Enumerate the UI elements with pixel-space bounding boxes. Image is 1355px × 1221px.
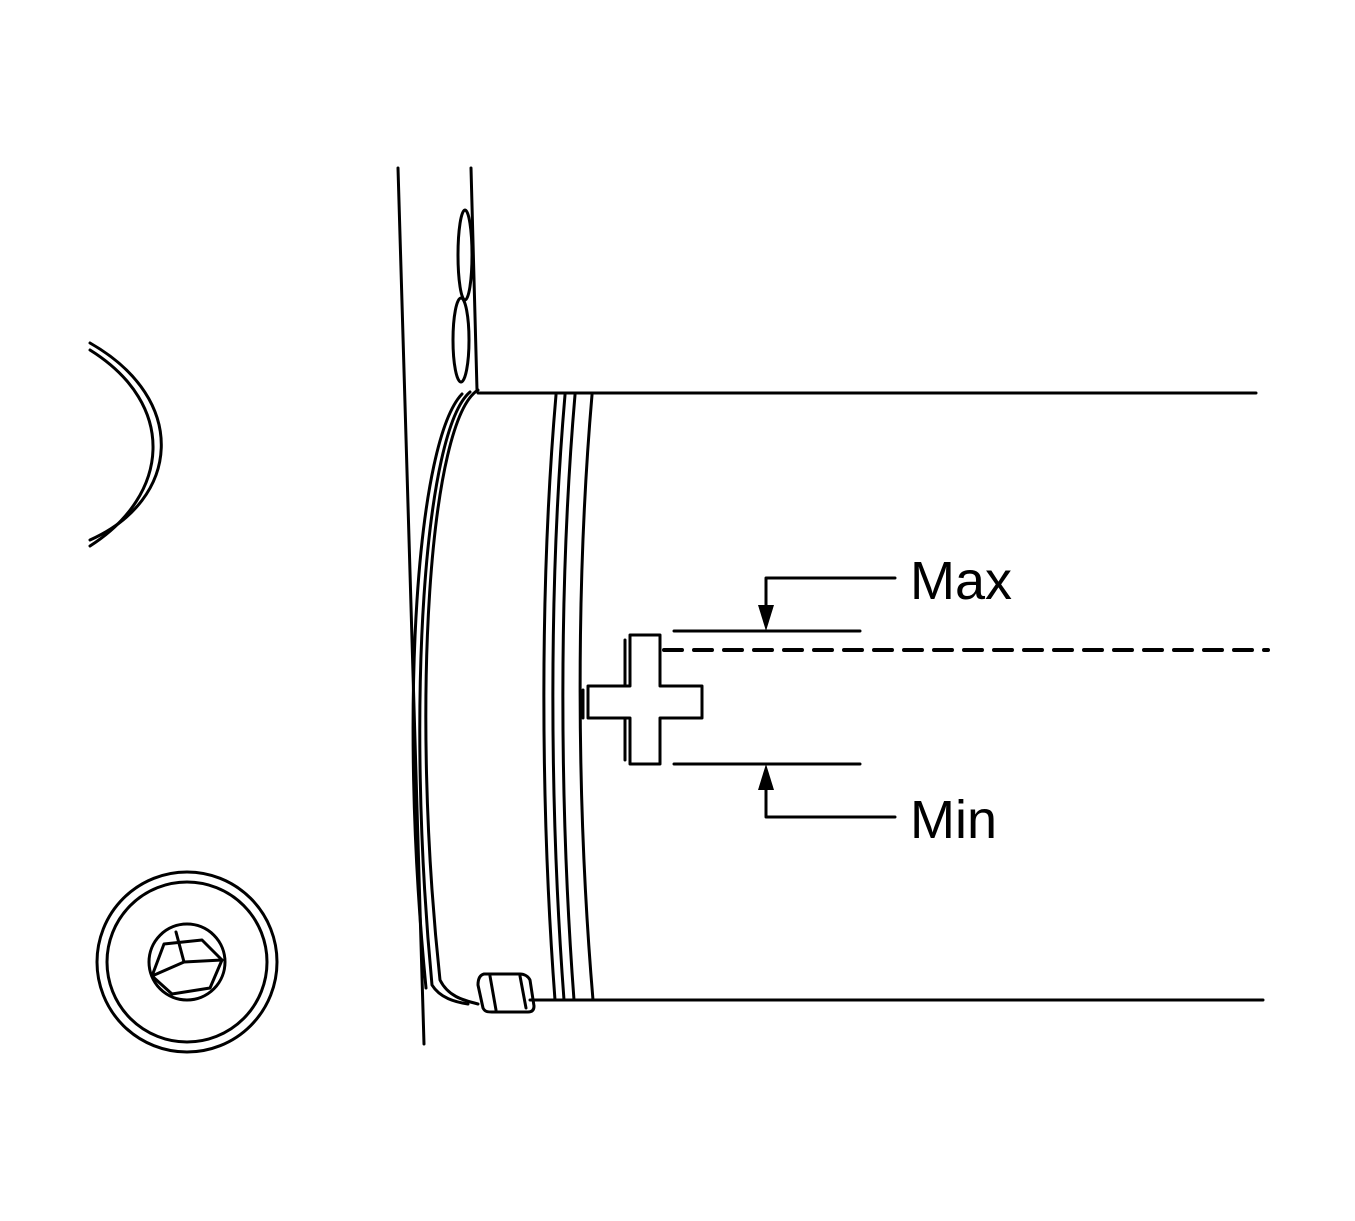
partial-arc (88, 341, 163, 548)
min-label: Min (910, 790, 997, 850)
cylinder-body (411, 388, 1265, 1006)
limit-lines (662, 629, 1270, 766)
max-label: Max (910, 551, 1012, 611)
locating-tab (476, 972, 536, 1014)
hex-bolt-icon (95, 870, 279, 1054)
max-arrowhead-icon (758, 605, 774, 631)
wall-holes (451, 208, 474, 384)
min-leader (758, 764, 897, 819)
min-arrowhead-icon (758, 764, 774, 790)
max-leader (758, 576, 897, 631)
cross-marker-icon (581, 633, 704, 766)
